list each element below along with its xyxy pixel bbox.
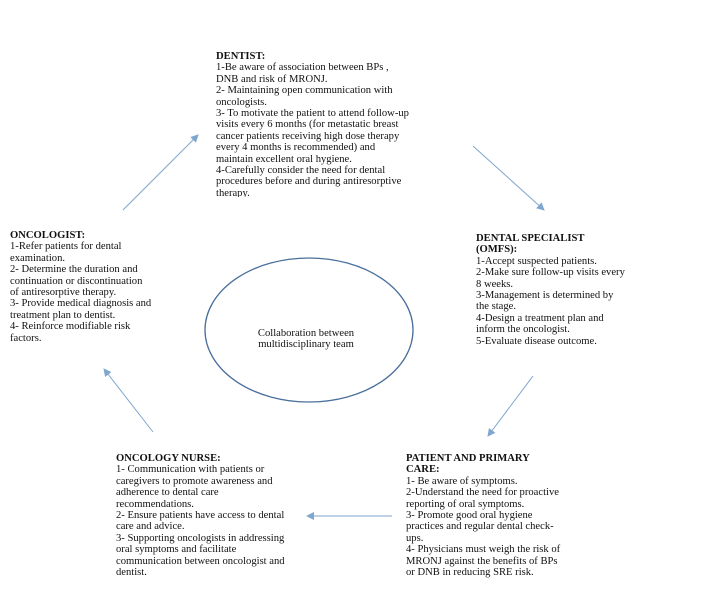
oncology-nurse-line: 2- Ensure patients have access to dental	[116, 510, 285, 522]
arrow-nurse-to-oncologist	[103, 368, 154, 433]
dental-specialist-line: 4-Design a treatment plan and	[476, 312, 604, 324]
dentist-line: 1-Be aware of association between BPs ,	[216, 62, 389, 74]
oncology-nurse-block: ONCOLOGY NURSE: 1- Communication with pa…	[116, 453, 285, 578]
dental-specialist-line: the stage.	[476, 301, 517, 313]
patient-primary-care-line: MRONJ against the benefits of BPs	[406, 555, 558, 567]
oncology-nurse-line: recommendations.	[116, 498, 194, 510]
center-label-line: multidisciplinary team	[258, 339, 354, 351]
patient-primary-care-line: 4- Physicians must weigh the risk of	[406, 544, 561, 556]
dentist-line: maintain excellent oral hygiene.	[216, 153, 352, 165]
oncologist-line: factors.	[10, 332, 42, 344]
dentist-line: every 4 months is recommended) and	[216, 142, 376, 154]
center-label-line: Collaboration between	[257, 328, 355, 339]
arrow-dentist-to-specialist	[472, 145, 545, 211]
dentist-block: DENTIST: 1-Be aware of association betwe…	[216, 51, 409, 197]
patient-primary-care-line: 2-Understand the need for proactive	[406, 487, 559, 499]
dental-specialist-line: 8 weeks.	[476, 278, 514, 290]
arrow-oncologist-to-dentist	[122, 134, 199, 211]
dentist-line: cancer patients receiving high dose ther…	[216, 130, 400, 142]
oncologist-line: continuation or discontinuation	[10, 275, 143, 287]
dentist-line: 4-Carefully consider the need for dental	[216, 165, 386, 177]
patient-primary-care-line: or DNB in reducing SRE risk.	[406, 567, 534, 579]
oncology-nurse-title: ONCOLOGY NURSE:	[116, 453, 221, 464]
oncology-nurse-line: caregivers to promote awareness and	[116, 475, 273, 487]
oncologist-line: examination.	[10, 252, 66, 264]
dental-specialist-block: DENTAL SPECIALIST (OMFS): 1-Accept suspe…	[476, 233, 625, 347]
oncologist-line: treatment plan to dentist.	[10, 309, 116, 321]
patient-primary-care-title: CARE:	[406, 464, 440, 476]
dentist-line: therapy.	[216, 187, 250, 197]
center-label: Collaboration between multidisciplinary …	[236, 328, 376, 351]
oncologist-line: 3- Provide medical diagnosis and	[10, 298, 152, 310]
dental-specialist-line: inform the oncologist.	[476, 324, 570, 336]
dental-specialist-line: 5-Evaluate disease outcome.	[476, 335, 597, 347]
dentist-line: oncologists.	[216, 96, 267, 108]
collaboration-ellipse	[204, 257, 414, 403]
patient-primary-care-line: practices and regular dental check-	[406, 521, 554, 533]
patient-primary-care-line: reporting of oral symptoms.	[406, 498, 525, 510]
oncologist-block: ONCOLOGIST: 1-Refer patients for dental …	[10, 230, 151, 344]
oncology-nurse-line: dentist.	[116, 567, 147, 579]
dental-specialist-title: (OMFS):	[476, 244, 518, 256]
oncology-nurse-line: care and advice.	[116, 521, 185, 533]
dental-specialist-line: 3-Management is determined by	[476, 290, 614, 302]
patient-primary-care-block: PATIENT AND PRIMARY CARE: 1- Be aware of…	[406, 453, 560, 578]
oncology-nurse-line: communication between oncologist and	[116, 555, 285, 567]
oncologist-line: of antiresorptive therapy.	[10, 287, 117, 299]
oncology-nurse-line: 3- Supporting oncologists in addressing	[116, 532, 285, 544]
oncologist-line: 2- Determine the duration and	[10, 264, 138, 276]
oncology-nurse-line: 1- Communication with patients or	[116, 464, 265, 476]
dental-specialist-title: DENTAL SPECIALIST	[476, 233, 585, 244]
dental-specialist-line: 1-Accept suspected patients.	[476, 255, 597, 267]
oncologist-line: 1-Refer patients for dental	[10, 241, 122, 253]
dentist-line: 2- Maintaining open communication with	[216, 85, 393, 97]
patient-primary-care-line: 3- Promote good oral hygiene	[406, 510, 533, 522]
dentist-title: DENTIST:	[216, 51, 266, 62]
dentist-line: 3- To motivate the patient to attend fol…	[216, 108, 409, 120]
dentist-line: procedures before and during antiresorpt…	[216, 176, 402, 188]
oncology-nurse-line: oral symptoms and facilitate	[116, 544, 237, 556]
oncologist-title: ONCOLOGIST:	[10, 230, 86, 241]
oncologist-line: 4- Reinforce modifiable risk	[10, 321, 131, 333]
dentist-line: DNB and risk of MRONJ.	[216, 73, 328, 85]
arrow-specialist-to-patient	[487, 375, 534, 437]
oncology-nurse-line: adherence to dental care	[116, 487, 219, 499]
patient-primary-care-title: PATIENT AND PRIMARY	[406, 453, 530, 464]
patient-primary-care-line: 1- Be aware of symptoms.	[406, 475, 518, 487]
dental-specialist-line: 2-Make sure follow-up visits every	[476, 267, 625, 279]
patient-primary-care-line: ups.	[406, 532, 424, 544]
dentist-line: visits every 6 months (for metastatic br…	[216, 119, 399, 131]
